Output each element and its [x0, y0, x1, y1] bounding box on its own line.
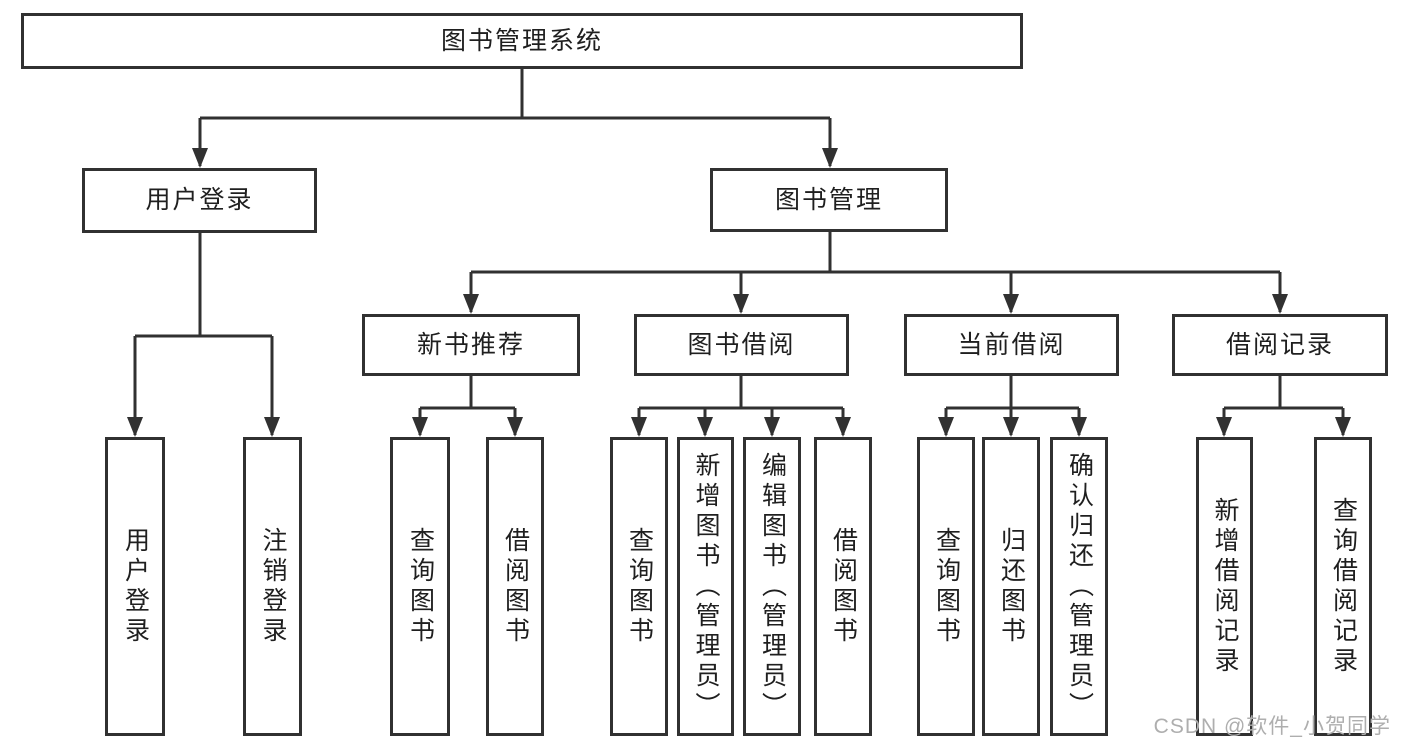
leaf-query-borrow-record: 查询借阅记录 [1314, 437, 1372, 736]
leaf-query-books-3: 查询图书 [917, 437, 975, 736]
leaf-add-borrow-record: 新增借阅记录 [1196, 437, 1253, 736]
leaf-return-books: 归还图书 [982, 437, 1040, 736]
node-book-management: 图书管理 [710, 168, 948, 232]
leaf-add-books-admin: 新增图书（管理员） [677, 437, 734, 736]
node-root-system: 图书管理系统 [21, 13, 1023, 69]
leaf-edit-books-admin: 编辑图书（管理员） [743, 437, 801, 736]
leaf-query-books-1: 查询图书 [390, 437, 450, 736]
leaf-query-books-2: 查询图书 [610, 437, 668, 736]
leaf-confirm-return-admin: 确认归还（管理员） [1050, 437, 1108, 736]
csdn-watermark: CSDN @软件_小贺同学 [1153, 715, 1391, 738]
leaf-borrow-books-1: 借阅图书 [486, 437, 544, 736]
node-book-borrow: 图书借阅 [634, 314, 849, 376]
leaf-borrow-books-2: 借阅图书 [814, 437, 872, 736]
node-current-borrow: 当前借阅 [904, 314, 1119, 376]
leaf-user-login: 用户登录 [105, 437, 165, 736]
leaf-logout: 注销登录 [243, 437, 302, 736]
node-new-book-recommend: 新书推荐 [362, 314, 580, 376]
node-borrow-record: 借阅记录 [1172, 314, 1388, 376]
node-user-login: 用户登录 [82, 168, 317, 233]
